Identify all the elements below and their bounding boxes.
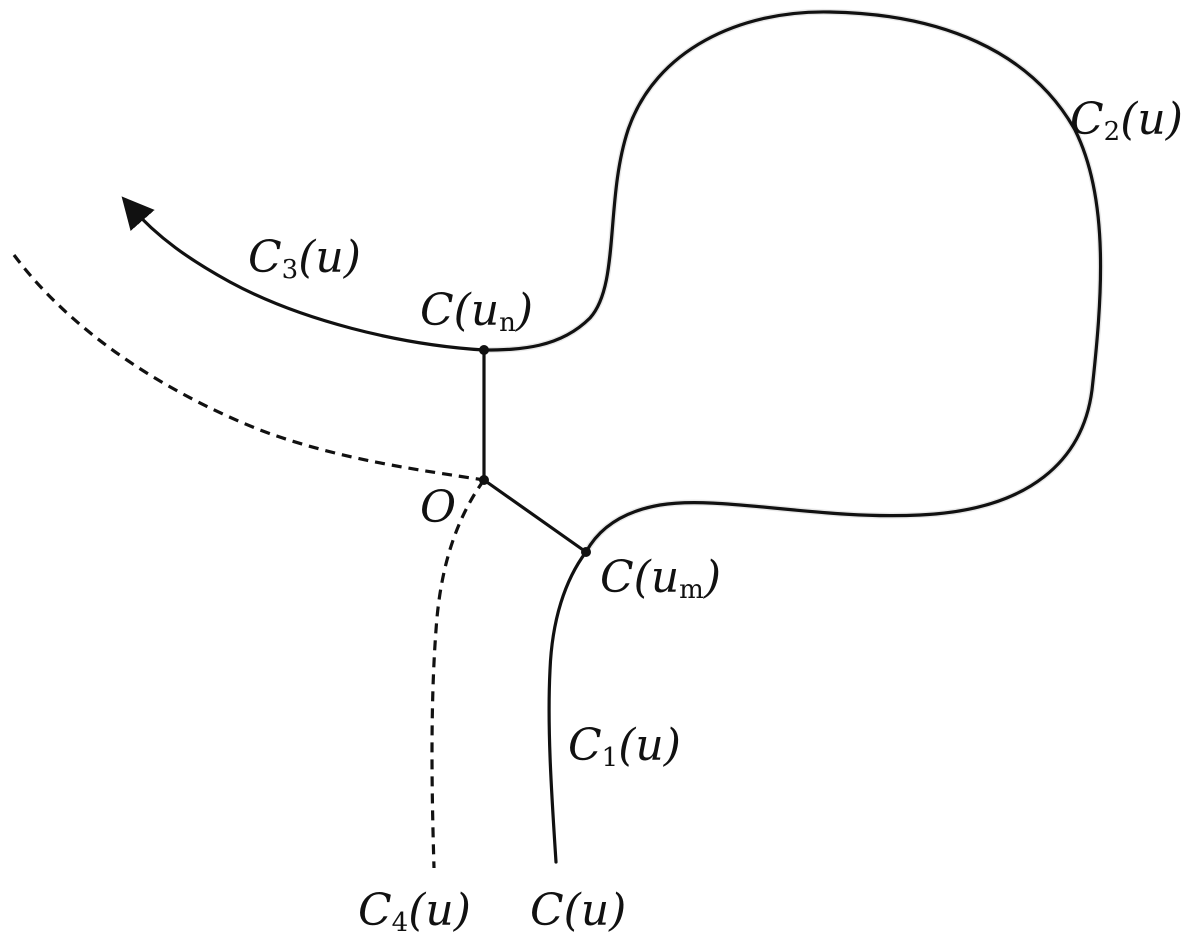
segment-o-to-cum <box>482 478 588 554</box>
label-cu: C(u) <box>530 885 626 936</box>
curve-c4 <box>430 479 486 869</box>
node-origin <box>479 475 489 485</box>
curve-dashed-upper <box>12 254 485 482</box>
label-c1: C1(u) <box>568 720 681 773</box>
label-cun: C(un) <box>420 285 533 338</box>
curve-c1 <box>547 550 588 864</box>
node-cun <box>479 345 489 355</box>
label-origin: O <box>420 482 456 533</box>
curve-c3 <box>121 196 486 352</box>
label-cum: C(um) <box>600 552 721 605</box>
label-c3: C3(u) <box>248 232 361 285</box>
node-cum <box>581 547 591 557</box>
curve-c2 <box>482 10 1103 554</box>
label-c2: C2(u) <box>1070 94 1183 147</box>
curve-c2-halo <box>481 8 1104 555</box>
label-c4: C4(u) <box>358 885 471 938</box>
